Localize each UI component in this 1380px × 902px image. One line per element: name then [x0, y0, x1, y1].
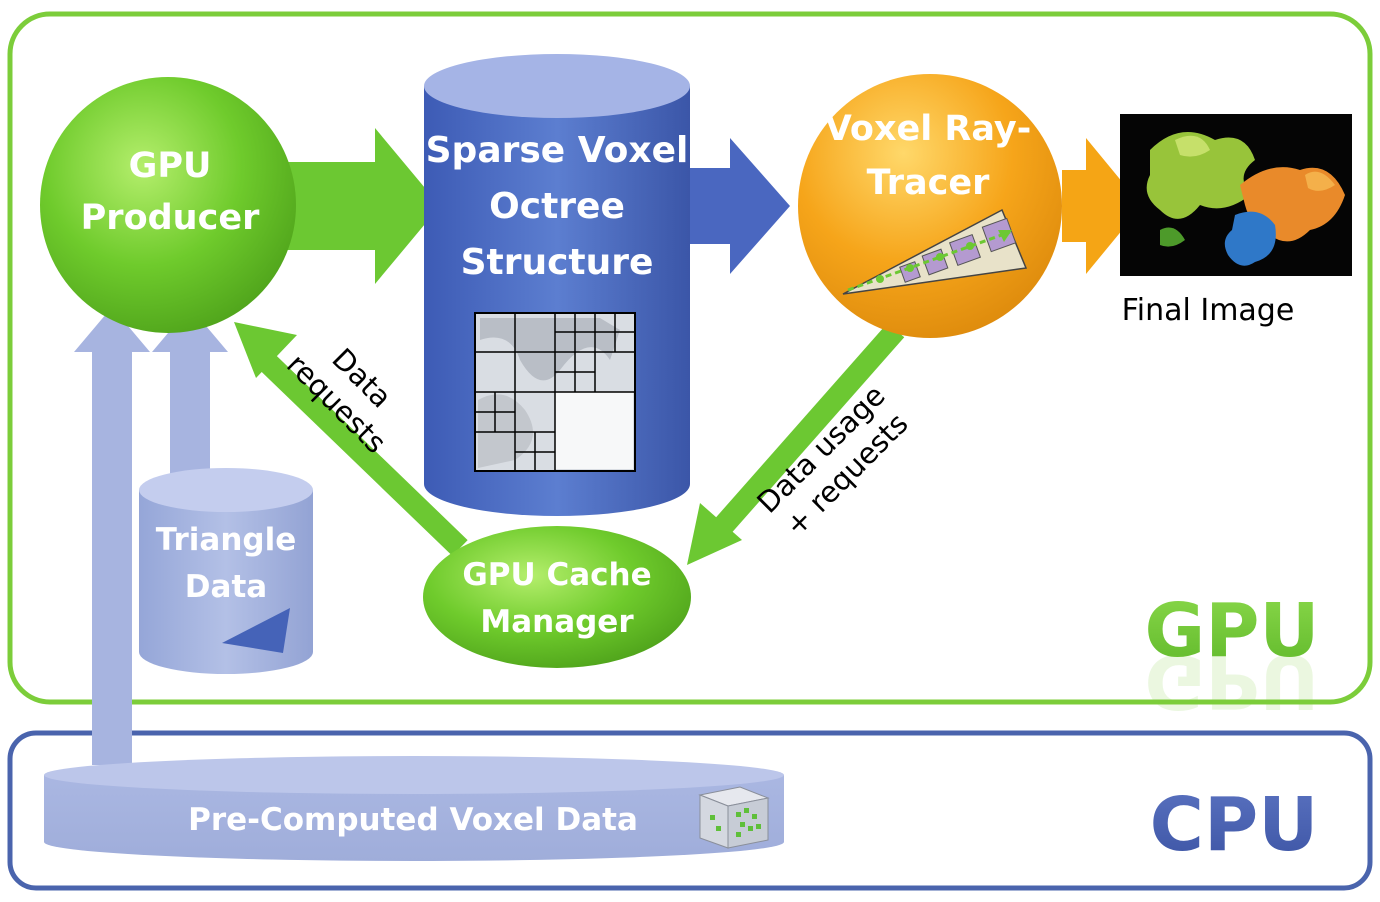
triangle-data-label-1: Triangle: [156, 522, 296, 558]
voxel-cube-icon: [698, 786, 770, 849]
raytracer-to-image-arrow: [1062, 138, 1142, 274]
cpu-to-producer-arrow: [74, 307, 150, 765]
gpu-producer-label-2: Producer: [81, 198, 260, 238]
octree-grid-thumbnail: [474, 312, 636, 472]
ray-cone-icon: [842, 208, 1028, 295]
triangle-to-producer-arrow: [152, 307, 228, 478]
gpu-region-label: GPU GPU: [1144, 588, 1319, 724]
cache-to-producer-arrow-shaft: [254, 349, 468, 556]
producer-to-octree-arrow: [285, 128, 440, 284]
gpu-producer-node: GPU Producer: [40, 77, 296, 333]
octree-to-raytracer-arrow: [680, 138, 790, 274]
gpu-title: GPU: [1144, 588, 1319, 674]
raytracer-to-cache-arrow-shaft: [707, 322, 905, 542]
sparse-voxel-octree-node: Sparse Voxel Octree Structure: [424, 54, 690, 516]
precomputed-label: Pre-Computed Voxel Data: [188, 802, 638, 838]
ray-tracer-label-1: Voxel Ray-: [825, 109, 1032, 149]
gpu-title-reflection: GPU: [1144, 638, 1319, 724]
cache-manager-label-2: Manager: [480, 604, 634, 640]
octree-label-1: Sparse Voxel: [426, 130, 689, 171]
ray-tracer-label-2: Tracer: [867, 163, 990, 203]
gpu-cache-manager-node: GPU Cache Manager: [423, 526, 691, 668]
gpu-producer-label-1: GPU: [129, 146, 212, 186]
precomputed-voxel-data-node: Pre-Computed Voxel Data: [44, 756, 784, 861]
cpu-region-label: CPU: [1150, 782, 1319, 868]
triangle-data-node: Triangle Data: [139, 468, 313, 674]
octree-label-2: Octree: [489, 186, 625, 227]
final-image-thumbnail: [1120, 114, 1352, 276]
cpu-title: CPU: [1150, 782, 1319, 868]
voxel-ray-tracer-node: Voxel Ray- Tracer: [798, 74, 1062, 338]
cache-manager-label-1: GPU Cache: [462, 557, 651, 593]
raytracer-to-cache-arrow-head: [687, 503, 742, 565]
triangle-icon: [222, 608, 290, 653]
octree-label-3: Structure: [461, 242, 654, 283]
cache-to-producer-arrow-head: [234, 322, 297, 378]
final-image-caption: Final Image: [1122, 293, 1295, 328]
triangle-data-label-2: Data: [185, 569, 267, 605]
